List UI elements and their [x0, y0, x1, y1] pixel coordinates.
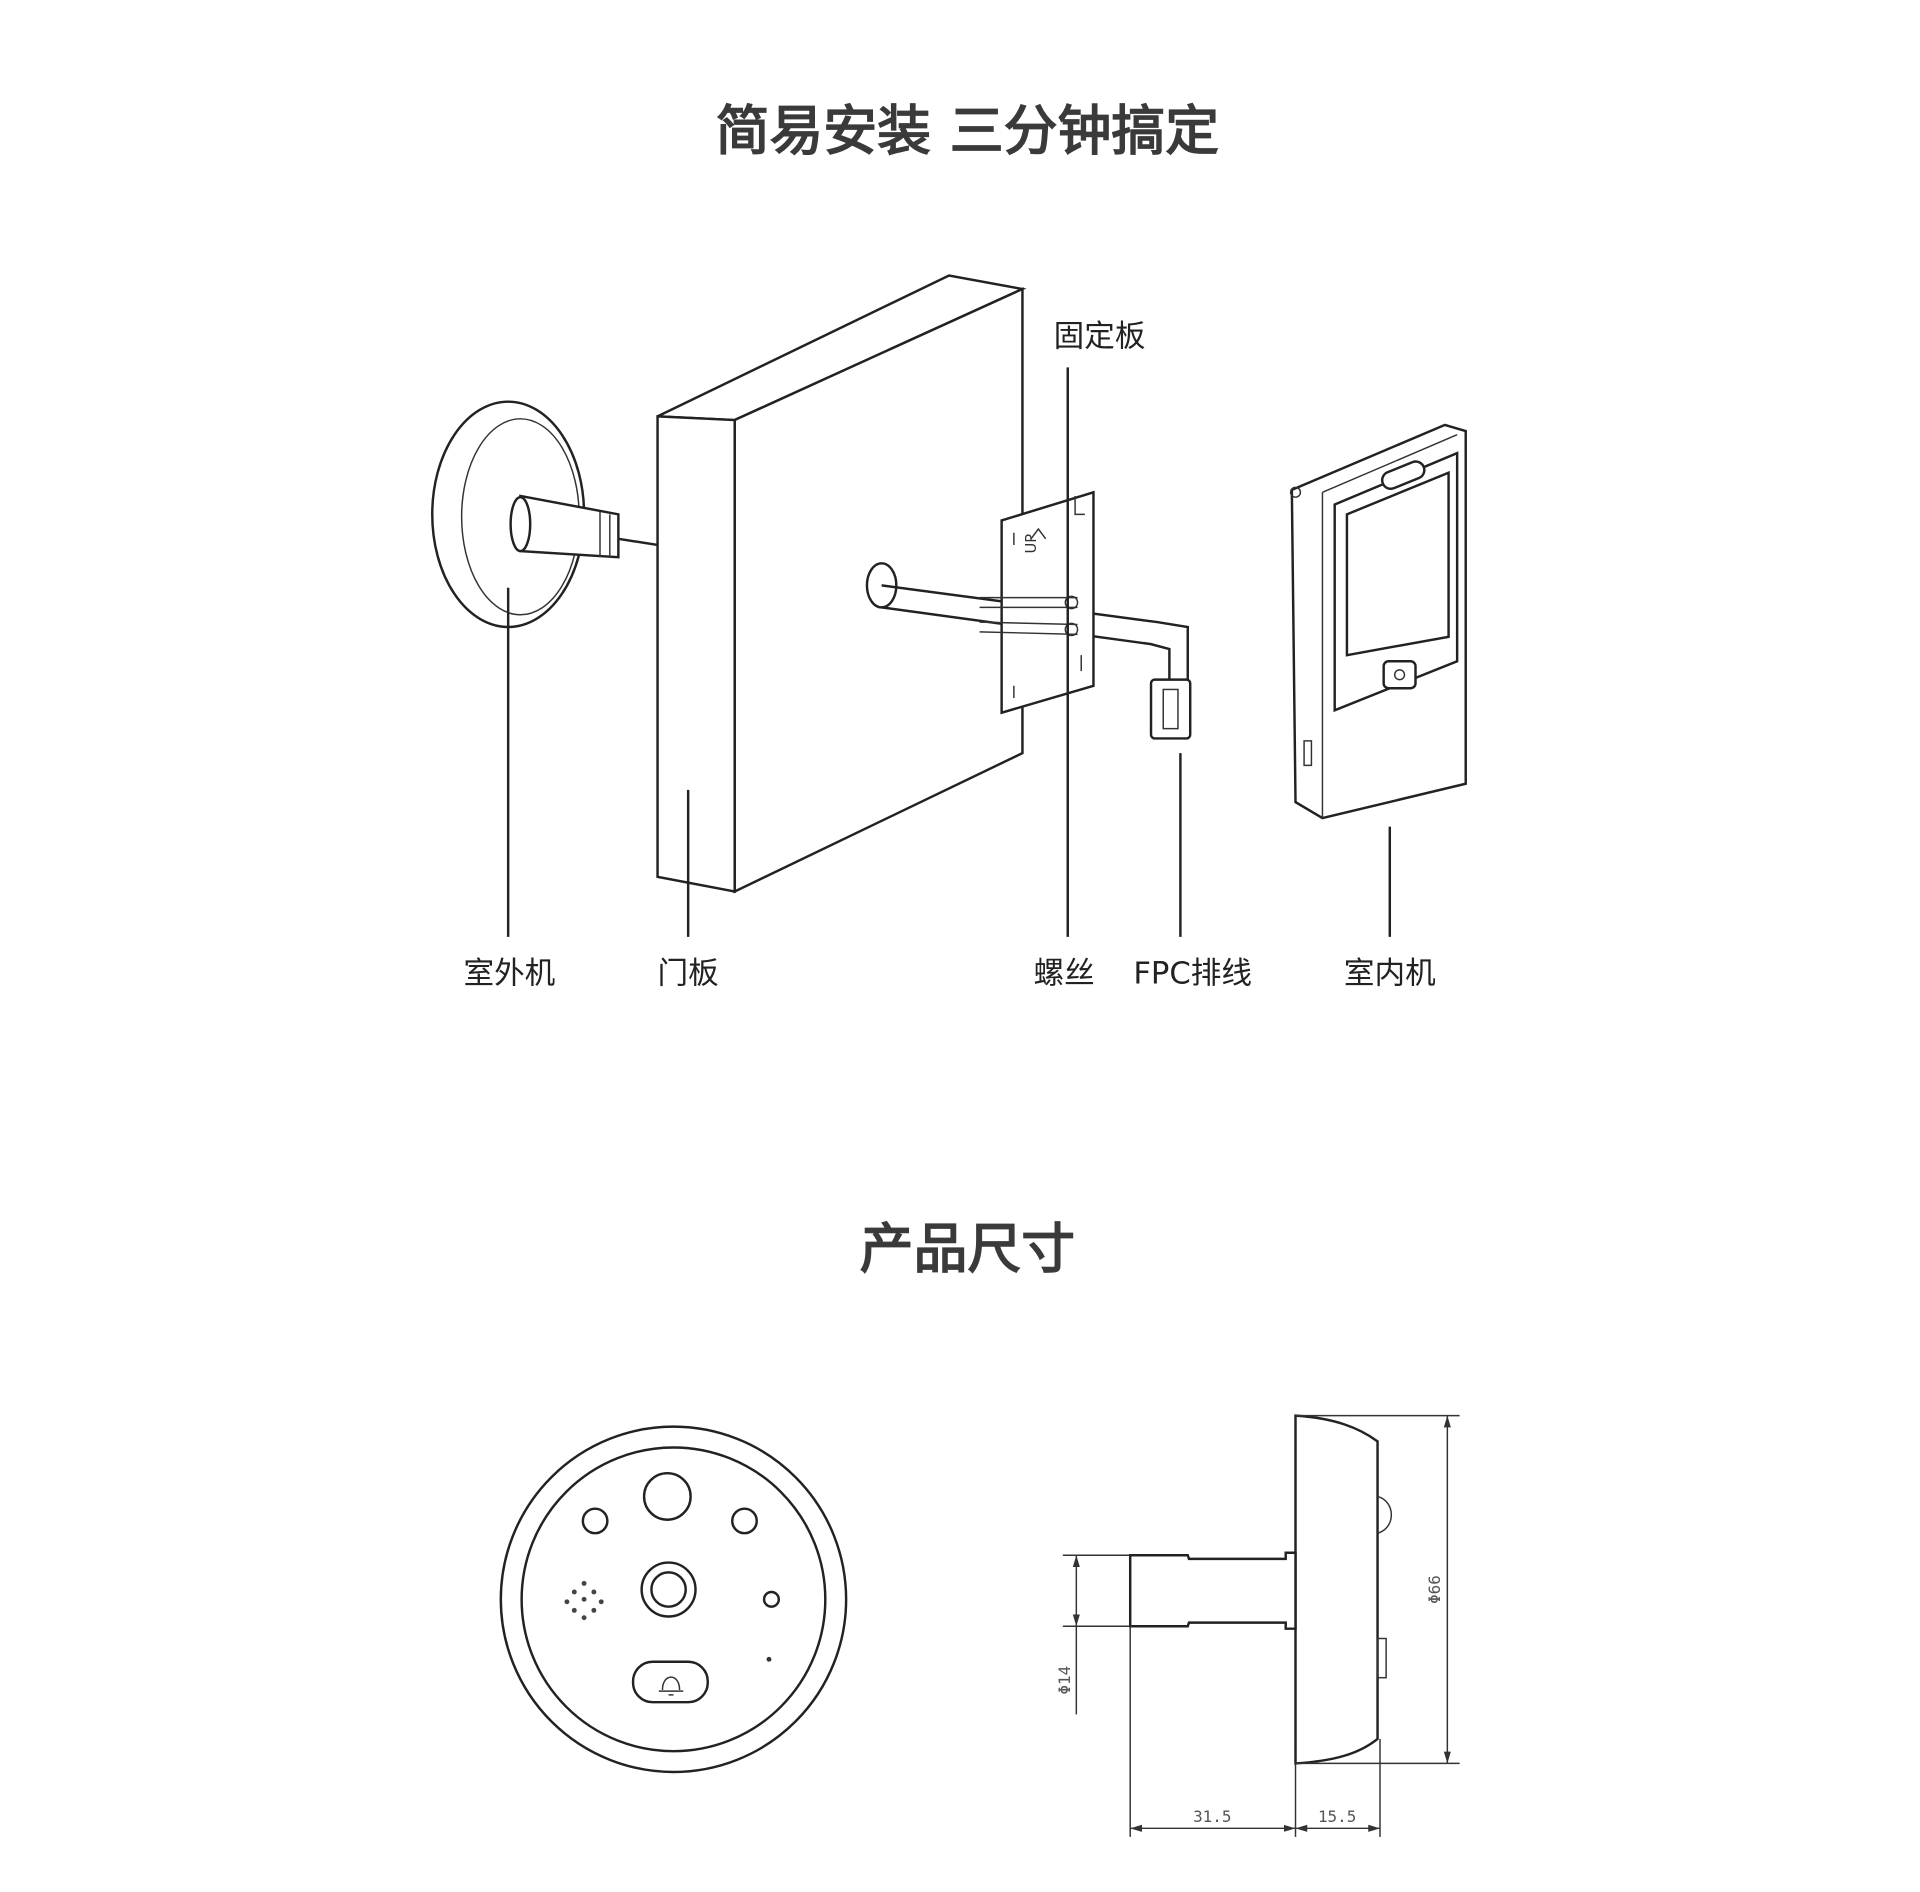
label-plate: 固定板	[1054, 320, 1146, 355]
dimensions-title: 产品尺寸	[860, 1217, 1075, 1280]
label-outdoor-unit: 室外机	[463, 956, 555, 991]
dim-stem-length: 31.5	[1193, 1807, 1231, 1826]
front-view-drawing	[499, 1425, 848, 1774]
bell-icon	[658, 1676, 684, 1696]
label-fpc-cable: FPC排线	[1133, 956, 1252, 991]
dim-body-depth: 15.5	[1318, 1807, 1356, 1826]
plate-up-mark: UP	[1023, 534, 1040, 554]
screws	[979, 595, 1079, 637]
label-indoor-unit: 室内机	[1344, 956, 1436, 991]
label-screw: 螺丝	[1033, 956, 1094, 991]
mounting-plate-drawing: UP	[979, 490, 1095, 715]
indoor-unit-drawing	[1289, 423, 1467, 820]
outdoor-unit-drawing	[431, 400, 658, 629]
install-title: 简易安装 三分钟搞定	[716, 99, 1220, 162]
door-panel-drawing	[656, 274, 1027, 894]
dim-stem-diameter: Φ14	[1055, 1666, 1074, 1695]
dim-body-diameter: Φ66	[1425, 1575, 1444, 1604]
leader-lines	[506, 367, 1392, 937]
label-door-panel: 门板	[658, 956, 719, 991]
side-view-drawing: 31.5 15.5 Φ66 Φ14	[1055, 1414, 1460, 1837]
speaker-holes	[564, 1580, 604, 1621]
